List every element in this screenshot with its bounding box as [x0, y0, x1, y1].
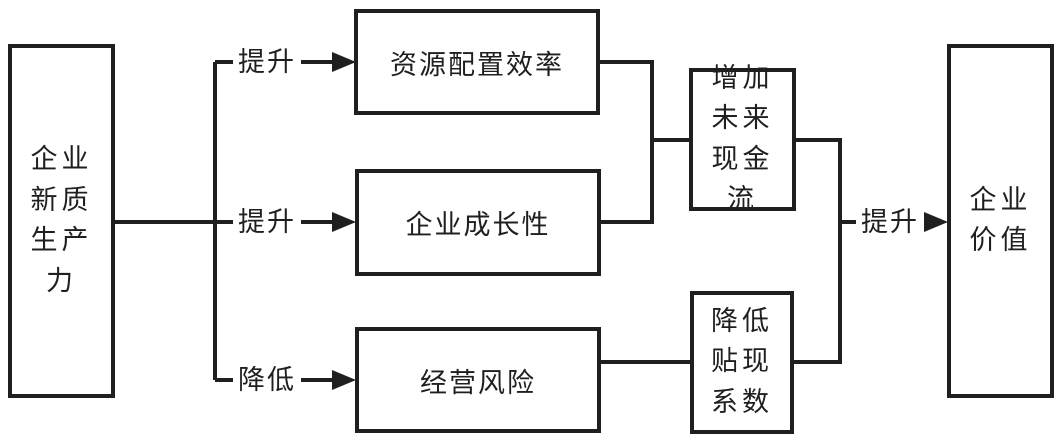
node-resource-allocation-efficiency: 资源配置效率 [354, 9, 600, 115]
arrowhead-risk [332, 370, 356, 390]
edge-label-reduce-risk: 降低 [233, 364, 301, 398]
arrowhead-resource [332, 52, 356, 72]
node-enterprise-new-productivity: 企业 新质 生产 力 [8, 44, 115, 398]
arrowhead-value [924, 212, 948, 232]
node-enterprise-value: 企业 价值 [947, 44, 1054, 398]
node-increase-future-cashflow: 增加 未来 现金 流 [689, 63, 796, 215]
connector-source-trunk [115, 60, 334, 382]
arrowhead-growth [332, 212, 356, 232]
node-reduce-discount-factor: 降低 贴现 系数 [690, 291, 794, 434]
connector-to-value [794, 138, 926, 364]
node-operating-risk: 经营风险 [355, 327, 601, 433]
node-enterprise-growth: 企业成长性 [355, 169, 601, 276]
edge-label-improve-growth: 提升 [233, 206, 301, 240]
connector-to-cashflow [600, 60, 691, 224]
edge-label-improve-resource: 提升 [233, 46, 301, 80]
edge-label-improve-value: 提升 [856, 206, 924, 240]
